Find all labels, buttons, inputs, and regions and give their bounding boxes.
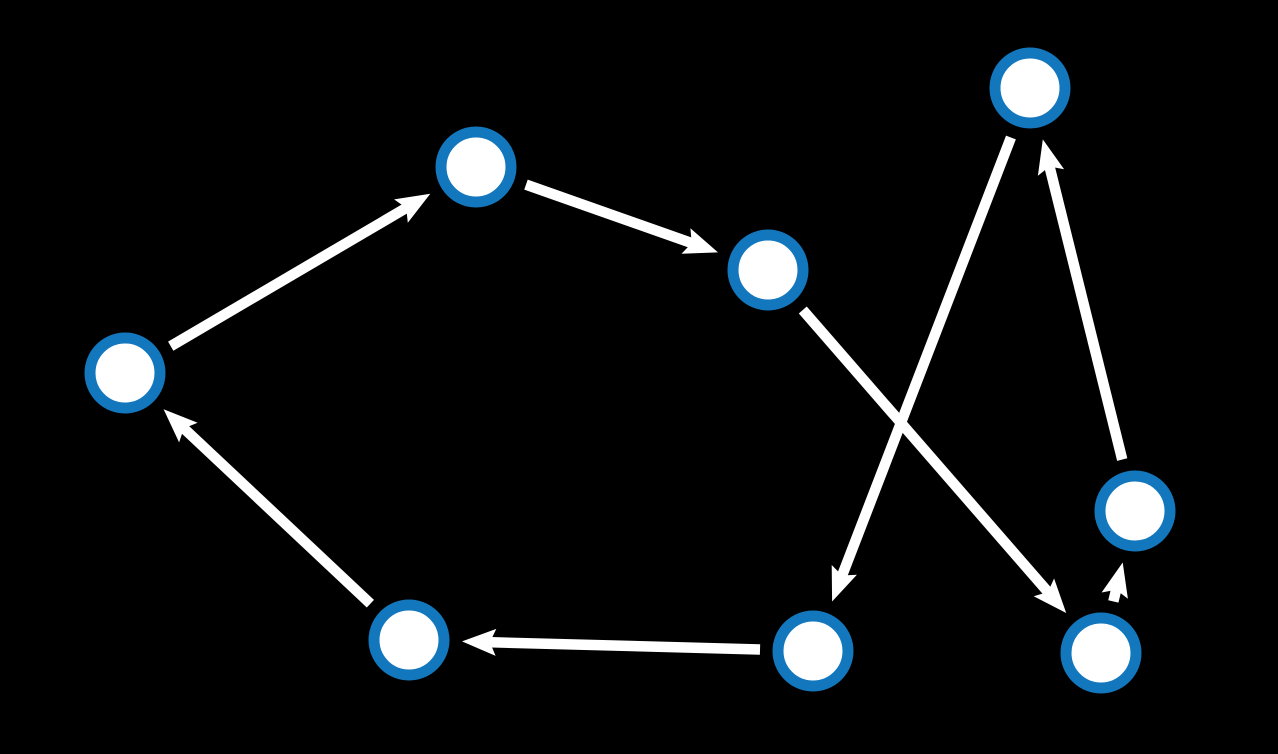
edge-node-bottom-middle-to-node-bottom-left	[482, 636, 761, 655]
arrowhead-node-right-to-node-top-right	[1037, 139, 1065, 176]
node-top-right	[989, 47, 1071, 129]
edge-node-middle-to-node-bottom-right	[798, 306, 1057, 602]
edge-node-top-right-to-node-bottom-middle	[834, 135, 1016, 585]
edge-node-left-to-node-upper-left	[168, 199, 416, 351]
node-bottom-middle	[772, 610, 854, 692]
node-upper-left	[435, 126, 517, 208]
node-bottom-left	[368, 599, 450, 681]
node-right	[1094, 470, 1176, 552]
edge-node-bottom-left-to-node-left	[174, 419, 374, 608]
arrowhead-node-upper-left-to-node-middle	[681, 228, 718, 254]
edge-node-upper-left-to-node-middle	[524, 179, 701, 251]
node-bottom-right	[1060, 612, 1142, 694]
arrowhead-node-bottom-middle-to-node-bottom-left	[462, 628, 497, 656]
arrowhead-node-left-to-node-upper-left	[394, 193, 431, 223]
edge-node-right-to-node-top-right	[1042, 157, 1128, 461]
node-middle	[727, 229, 809, 311]
arrowhead-node-bottom-right-to-node-right	[1101, 562, 1128, 599]
node-left	[84, 332, 166, 414]
arrowhead-node-bottom-left-to-node-left	[163, 409, 198, 443]
arrowhead-node-middle-to-node-bottom-right	[1033, 578, 1067, 613]
arrowhead-node-top-right-to-node-bottom-middle	[831, 565, 857, 602]
